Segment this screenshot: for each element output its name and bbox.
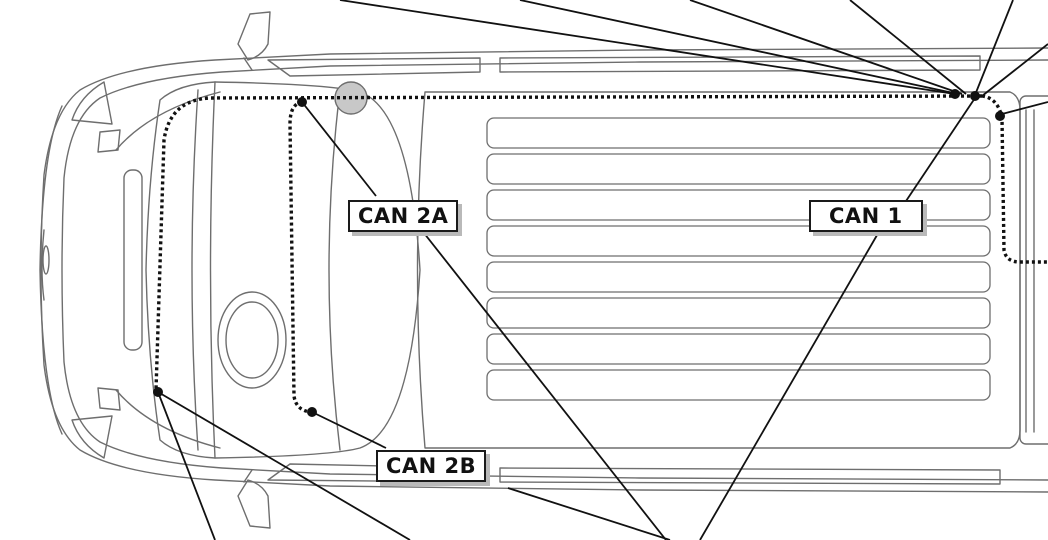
hood-crease-top bbox=[115, 91, 221, 151]
right-headlight bbox=[71, 415, 113, 459]
left-fog-light bbox=[97, 129, 121, 153]
leader-line bbox=[974, 0, 1014, 96]
roof-rib bbox=[486, 153, 991, 185]
connector-dot bbox=[297, 97, 307, 107]
cab-roof-inner bbox=[328, 89, 341, 451]
right-side-rail-2 bbox=[499, 467, 1001, 485]
connector-dot bbox=[153, 387, 163, 397]
leader-line bbox=[689, 0, 963, 95]
can-bus-wiring bbox=[154, 94, 1048, 414]
roof-hatch-outer bbox=[217, 291, 287, 389]
left-headlight bbox=[71, 81, 113, 125]
van-body bbox=[39, 11, 1048, 529]
connector-dot bbox=[970, 91, 980, 101]
roof-rib bbox=[486, 117, 991, 149]
front-emblem bbox=[42, 245, 50, 275]
roof-ribs bbox=[486, 117, 991, 401]
can1-label: CAN 1 bbox=[809, 200, 923, 232]
roof-hatch-inner bbox=[225, 301, 279, 379]
leader-line bbox=[507, 487, 671, 540]
body-outer-outline bbox=[40, 47, 1048, 493]
roof-rib bbox=[486, 333, 991, 365]
connector-dot bbox=[307, 407, 317, 417]
hood-vent bbox=[123, 169, 143, 351]
roof-rib bbox=[486, 369, 991, 401]
leader-line bbox=[981, 43, 1048, 97]
windscreen bbox=[145, 81, 216, 459]
windscreen-inner bbox=[191, 89, 199, 451]
connector-dot bbox=[950, 89, 960, 99]
leader-line bbox=[1001, 101, 1048, 115]
leader-line bbox=[157, 391, 411, 540]
right-mirror bbox=[237, 479, 271, 529]
can2b-label: CAN 2B bbox=[376, 450, 487, 482]
right-mirror-arm bbox=[243, 469, 253, 483]
cab-roof bbox=[214, 81, 421, 459]
can1-rear-wire bbox=[981, 94, 1048, 264]
connector-dot bbox=[995, 111, 1005, 121]
can2a-label: CAN 2A bbox=[348, 200, 459, 232]
left-side-rail bbox=[267, 57, 481, 77]
leader-line bbox=[519, 0, 959, 95]
leader-line bbox=[899, 97, 976, 211]
front-bumper bbox=[39, 105, 63, 435]
left-mirror bbox=[237, 11, 271, 61]
front-grille bbox=[41, 229, 45, 301]
roof-rib bbox=[486, 189, 991, 221]
right-fog-light bbox=[97, 387, 121, 411]
left-mirror-arm bbox=[243, 57, 253, 71]
leader-line bbox=[301, 101, 377, 197]
leader-lines bbox=[157, 0, 1048, 540]
leader-line bbox=[849, 0, 967, 95]
leader-line bbox=[699, 229, 881, 540]
rear-door-panel bbox=[1019, 95, 1048, 445]
cargo-roof bbox=[416, 91, 1021, 449]
connector-dots bbox=[153, 89, 1005, 417]
can1-wire bbox=[154, 94, 983, 391]
left-side-rail-2 bbox=[499, 55, 981, 73]
body-inner-outline bbox=[61, 59, 1048, 481]
leader-line bbox=[419, 227, 667, 540]
roof-rib bbox=[486, 225, 991, 257]
leader-line bbox=[311, 411, 387, 449]
roof-rib bbox=[486, 261, 991, 293]
leader-line bbox=[157, 391, 216, 540]
hood-crease-bottom bbox=[115, 389, 221, 449]
roof-rib bbox=[486, 297, 991, 329]
can2-wire bbox=[288, 100, 311, 414]
leader-line bbox=[339, 0, 956, 95]
